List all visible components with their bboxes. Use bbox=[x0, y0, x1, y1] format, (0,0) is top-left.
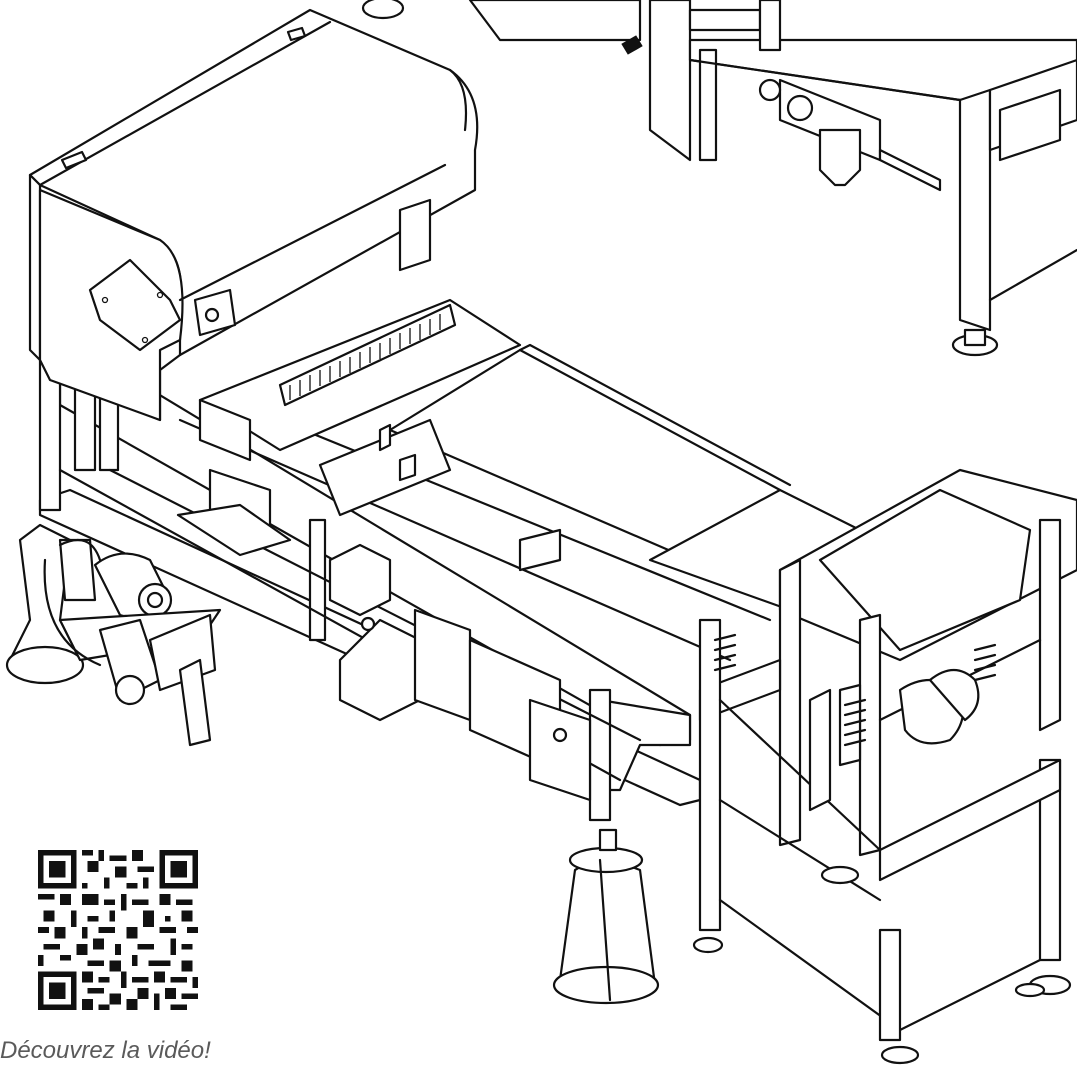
hood-housing bbox=[28, 8, 479, 422]
conveyor-slats bbox=[289, 314, 441, 400]
front-panels bbox=[328, 543, 592, 802]
conveyor-deck bbox=[176, 298, 902, 612]
background-machine bbox=[361, 0, 1077, 357]
hopper-stand bbox=[692, 468, 1077, 1065]
video-caption[interactable]: Découvrez la vidéo! bbox=[0, 1037, 211, 1064]
support-foot-center bbox=[552, 828, 660, 1005]
qr-code-icon[interactable] bbox=[38, 850, 198, 1010]
motor-drive bbox=[5, 523, 222, 747]
